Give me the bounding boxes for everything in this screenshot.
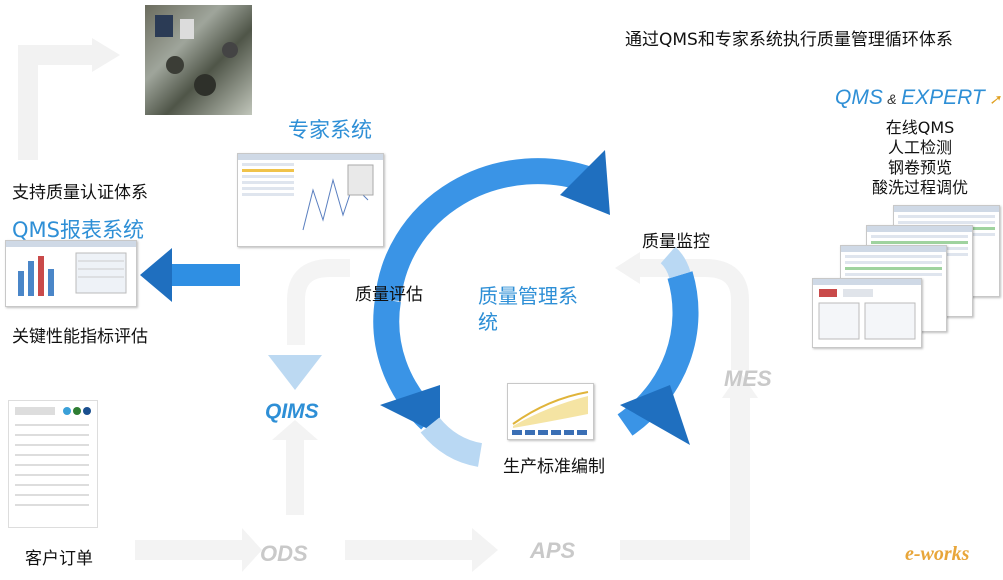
mes-label: MES xyxy=(724,366,772,391)
logo-qms-text: QMS xyxy=(835,86,883,109)
qims-label: QIMS xyxy=(265,400,319,423)
feature-item: 钢卷预览 xyxy=(887,158,952,177)
cycle-bottom-tail xyxy=(420,417,483,467)
feature-item: 人工检测 xyxy=(887,138,952,157)
production-standard-label: 生产标准编制 xyxy=(503,457,605,477)
cycle-top-arrowhead xyxy=(560,150,610,215)
cycle-left-arrowhead xyxy=(380,385,440,435)
logo-expert-text: EXPERT xyxy=(901,86,985,109)
kpi-arrowhead xyxy=(140,248,172,302)
ods-label: ODS xyxy=(260,541,308,566)
expert-system-screenshot xyxy=(237,153,384,247)
page-title: 通过QMS和专家系统执行质量管理循环体系 xyxy=(625,30,953,50)
customer-order-document xyxy=(8,400,98,528)
feature-item: 酸洗过程调优 xyxy=(871,178,968,197)
aps-to-mes-arrow xyxy=(620,395,750,560)
ods-to-aps-arrow xyxy=(345,540,475,560)
qms-report-screenshot xyxy=(5,240,137,307)
qims-down-arrowhead xyxy=(268,355,322,390)
support-certification-label: 支持质量认证体系 xyxy=(12,183,148,203)
quality-evaluate-label: 质量评估 xyxy=(355,285,423,305)
kpi-arrow-shaft xyxy=(170,264,240,286)
cycle-top-arc xyxy=(375,158,595,302)
quality-monitor-label: 质量监控 xyxy=(642,232,710,252)
qms-report-system-label: QMS报表系统 xyxy=(12,218,144,242)
cycle-right-arrowhead xyxy=(620,385,690,445)
logo-amp-text: & xyxy=(887,91,897,107)
expert-system-label: 专家系统 xyxy=(288,118,372,142)
qms-feature-list: 在线QMS 人工检测 钢卷预览 酸洗过程调优 xyxy=(860,118,980,198)
customer-order-label: 客户订单 xyxy=(25,549,93,569)
qms-expert-logo: QMS & EXPERT ➚ xyxy=(835,86,1001,110)
ods-to-qims-arrow xyxy=(286,440,304,515)
quality-management-system-label: 质量管理系 统 xyxy=(478,284,578,334)
order-to-ods-arrow xyxy=(135,540,245,560)
kpi-evaluation-label: 关键性能指标评估 xyxy=(12,327,148,347)
eworks-watermark: e-works xyxy=(905,543,970,565)
top-left-flow-arrow xyxy=(18,45,95,160)
top-left-flow-arrowhead xyxy=(92,38,120,72)
feature-item: 在线QMS xyxy=(885,118,955,137)
aps-label: APS xyxy=(530,538,576,563)
logo-swoosh-icon: ➚ xyxy=(989,91,1001,107)
factory-photo xyxy=(145,5,252,115)
production-standard-screenshot xyxy=(507,383,594,440)
qms-screenshot-1 xyxy=(812,278,922,348)
